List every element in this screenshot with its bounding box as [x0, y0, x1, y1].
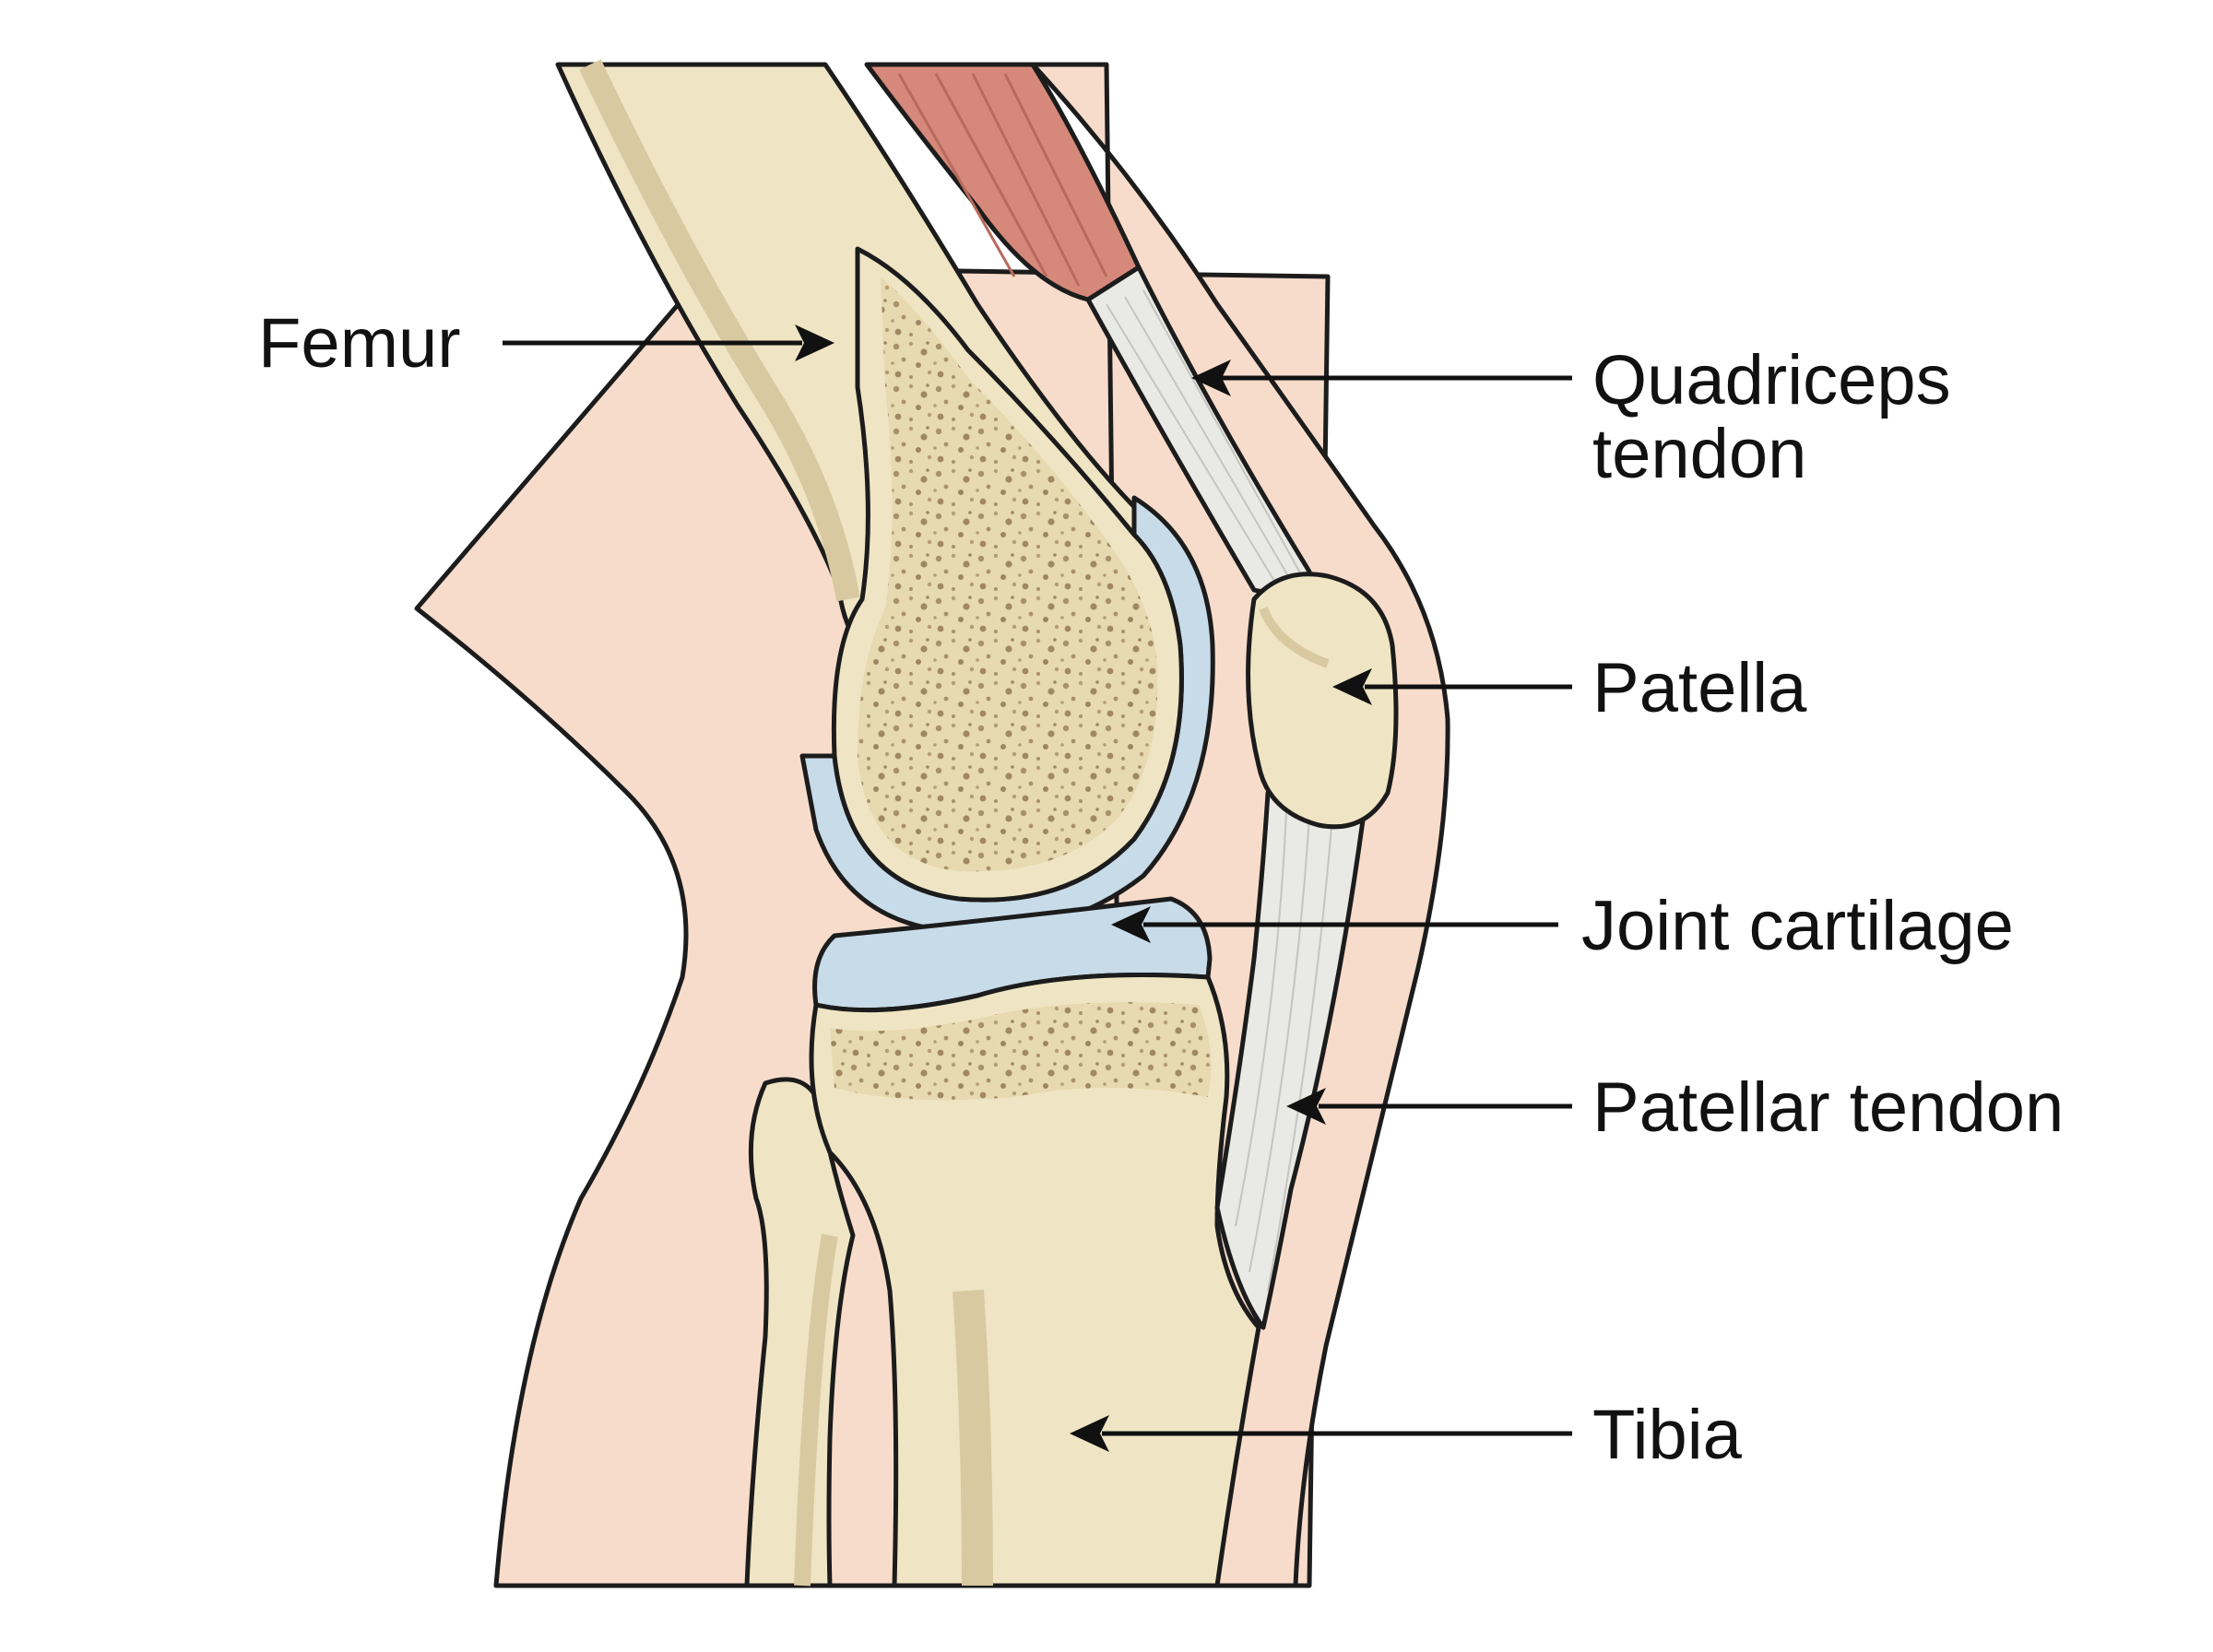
label-patellar-tendon: Patellar tendon — [1592, 1068, 2064, 1147]
label-tibia: Tibia — [1592, 1396, 1743, 1474]
label-joint-cartilage: Joint cartilage — [1581, 887, 2014, 965]
patella — [1249, 574, 1396, 827]
label-patella: Patella — [1592, 649, 1807, 727]
label-quadriceps-tendon: Quadriceps tendon — [1592, 341, 1970, 493]
label-femur: Femur — [258, 304, 461, 383]
patella-leader — [1332, 668, 1572, 705]
